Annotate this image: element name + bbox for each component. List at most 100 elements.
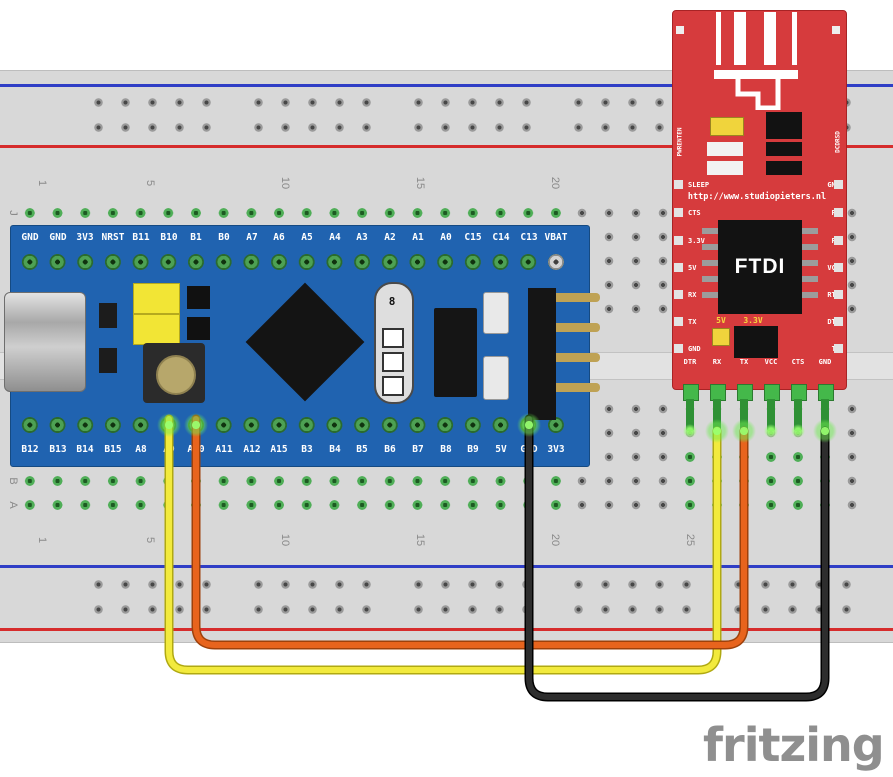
row-letter: B xyxy=(7,477,19,485)
ic-component xyxy=(434,308,477,397)
voltage-label-5v: 5V xyxy=(716,316,726,325)
pcb-pad xyxy=(674,290,683,299)
chip-pin xyxy=(702,244,720,250)
ftdi-pad-label: VCC xyxy=(827,264,840,272)
bluepill-pin-label: B14 xyxy=(76,444,94,455)
bluepill-pin-label: B0 xyxy=(218,232,230,243)
breadboard-connected-holes xyxy=(676,445,839,517)
solder-pad xyxy=(707,142,743,156)
bluepill-pin-label: A11 xyxy=(215,444,233,455)
top-rail-positive-line xyxy=(0,145,893,148)
column-number: 15 xyxy=(414,533,426,547)
crystal-label: 8 xyxy=(388,295,396,308)
chip-pin xyxy=(800,292,818,298)
row-letter: J xyxy=(7,210,19,216)
pcb-pad xyxy=(674,236,683,245)
voltage-label-33v: 3.3V xyxy=(743,316,763,325)
ftdi-side-label: PWRENTEN xyxy=(676,127,684,157)
ftdi-header-label: VCC xyxy=(764,358,778,366)
breadboard-connected-holes xyxy=(16,469,572,517)
ftdi-header-label: CTS xyxy=(791,358,805,366)
column-number: 25 xyxy=(684,533,696,547)
pcb-pad xyxy=(674,180,683,189)
chip-pin xyxy=(702,276,720,282)
chip-pin xyxy=(702,228,720,234)
breadboard-holes xyxy=(565,572,700,622)
boot-header-pin xyxy=(187,286,210,309)
smd-component xyxy=(766,142,802,156)
column-number: 20 xyxy=(549,176,561,190)
bluepill-pin-label: A7 xyxy=(246,232,258,243)
ftdi-chip: FTDI xyxy=(718,220,802,314)
chip-pin xyxy=(800,276,818,282)
pcb-pad xyxy=(834,180,843,189)
pcb-pad xyxy=(674,317,683,326)
breadboard-connected-holes xyxy=(16,201,572,225)
column-number: 1 xyxy=(36,179,48,187)
bluepill-pin-label: A12 xyxy=(243,444,261,455)
reset-button xyxy=(143,343,205,403)
column-number: 10 xyxy=(279,176,291,190)
bluepill-pin-label: A8 xyxy=(135,444,147,455)
ftdi-pad-label: RX xyxy=(688,291,697,299)
bluepill-pin-label: B1 xyxy=(190,232,202,243)
chip-pin xyxy=(800,260,818,266)
bluepill-top-pin-holes xyxy=(16,250,572,274)
breadboard-holes xyxy=(405,572,540,622)
connection-glow xyxy=(517,413,541,437)
debug-header xyxy=(528,288,556,420)
bluepill-pin-label: VBAT xyxy=(544,232,568,243)
bluepill-bottom-pin-holes xyxy=(16,413,572,437)
ftdi-chip-label: FTDI xyxy=(734,255,786,278)
pin-tip-glow xyxy=(764,424,778,438)
header-pin-gold xyxy=(556,293,600,302)
ftdi-pad-label: CTS xyxy=(688,209,701,217)
bluepill-pin-label: B13 xyxy=(49,444,67,455)
bluepill-pin-label: NRST xyxy=(101,232,125,243)
bluepill-pin-label: A10 xyxy=(187,444,205,455)
bluepill-pin-label: B5 xyxy=(356,444,368,455)
ftdi-url: http://www.studiopieters.nl xyxy=(687,192,827,202)
capacitor xyxy=(483,292,509,334)
bluepill-pin-label: A15 xyxy=(270,444,288,455)
bluepill-pin-label: A2 xyxy=(384,232,396,243)
ftdi-pad-label: GND xyxy=(827,181,840,189)
header-pin-gold xyxy=(556,383,600,392)
column-number: 5 xyxy=(144,536,156,544)
vbat-pin-hole xyxy=(548,254,564,270)
smd-component xyxy=(766,161,802,175)
bluepill-pin-label: A0 xyxy=(440,232,452,243)
breadboard-holes xyxy=(725,572,860,622)
column-number: 20 xyxy=(549,533,561,547)
ftdi-header-label: GND xyxy=(818,358,832,366)
pcb-pad xyxy=(674,263,683,272)
bluepill-pin-label: B4 xyxy=(329,444,341,455)
ftdi-pad-label: DTR xyxy=(827,318,840,326)
breadboard-holes xyxy=(405,90,540,140)
breadboard-holes xyxy=(245,90,380,140)
bluepill-pin-label: B9 xyxy=(467,444,479,455)
bluepill-pin-label: GND xyxy=(520,444,538,455)
boot-header-pin xyxy=(187,317,210,340)
pcb-pad xyxy=(834,208,843,217)
pcb-pad xyxy=(832,26,840,34)
column-number: 15 xyxy=(414,176,426,190)
bluepill-pin-label: 3V3 xyxy=(547,444,565,455)
bluepill-pin-label: B3 xyxy=(301,444,313,455)
top-rail-negative-line xyxy=(0,84,893,87)
usb-connector-art xyxy=(714,12,798,110)
ftdi-pad-label: GND xyxy=(688,345,701,353)
bluepill-pin-label: B15 xyxy=(104,444,122,455)
connection-glow xyxy=(732,419,756,443)
bluepill-pin-label: A5 xyxy=(301,232,313,243)
bluepill-pin-label: C14 xyxy=(492,232,510,243)
header-pin-gold xyxy=(556,353,600,362)
smd-component xyxy=(99,348,117,373)
ftdi-pad-label: RTS xyxy=(827,291,840,299)
smd-capacitor xyxy=(382,376,404,396)
bottom-rail-negative-line xyxy=(0,565,893,568)
row-letter: A xyxy=(7,501,19,509)
connection-glow xyxy=(157,413,181,437)
smd-component xyxy=(734,326,778,358)
pcb-pad xyxy=(676,26,684,34)
